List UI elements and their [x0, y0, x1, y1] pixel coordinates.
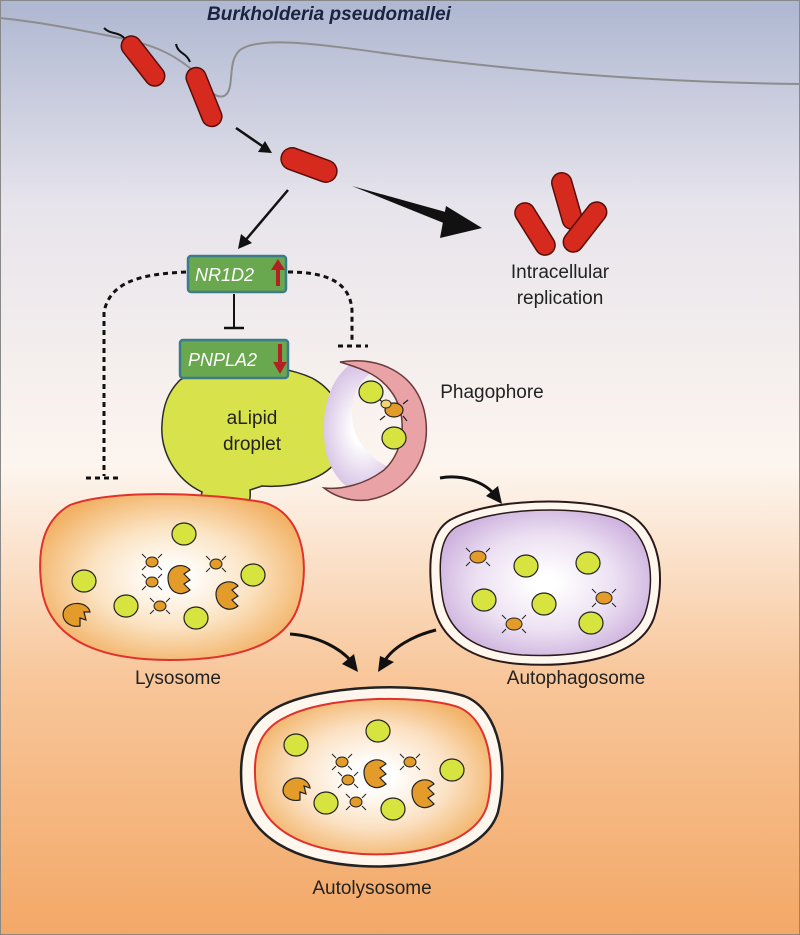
autolysosome-label: Autolysosome [312, 878, 431, 899]
replication-label-line1: Intracellular [511, 262, 610, 283]
autophagosome-label: Autophagosome [507, 668, 645, 689]
lipid-label-line2: droplet [223, 434, 282, 455]
autophagosome [429, 500, 661, 666]
cell-membrane [0, 17, 800, 98]
fusion-arrow-left-head [342, 654, 358, 672]
phagophore [321, 360, 428, 502]
bacterium-entering-1 [103, 27, 166, 87]
replication-label-line2: replication [517, 288, 604, 309]
phagophore-label: Phagophore [440, 382, 544, 403]
replication-arrow-head [440, 206, 482, 238]
maturation-arrow-head [486, 486, 502, 504]
gene-name-pnpla2: PNPLA2 [188, 350, 257, 370]
down-arrow-icon [273, 344, 287, 374]
fusion-arrow-right [382, 628, 437, 663]
bacterium-entering-2 [175, 43, 223, 128]
replicating-bacteria [514, 171, 608, 256]
pathogen-title: Burkholderia pseudomallei [207, 4, 452, 25]
lysosome [39, 493, 305, 662]
induction-arrow-head [238, 234, 252, 249]
autolysosome [239, 686, 504, 868]
lipid-label-line1: aLipid [227, 408, 278, 429]
maturation-arrow [439, 475, 496, 496]
induction-arrow [243, 189, 289, 243]
replication-arrow-shaft [352, 186, 460, 228]
entry-arrow-head [258, 141, 272, 153]
lipid-droplet [161, 364, 360, 519]
lysosome-label: Lysosome [135, 668, 221, 689]
dashed-inhibition-phagophore [287, 270, 354, 340]
fusion-arrow-right-head [378, 656, 394, 672]
gene-box-nr1d2: NR1D2 [186, 254, 288, 294]
bacterium-internalized [280, 147, 338, 183]
up-arrow-icon [271, 259, 285, 286]
gene-box-pnpla2: PNPLA2 [178, 338, 290, 380]
fusion-arrow-left [289, 632, 354, 663]
gene-name-nr1d2: NR1D2 [195, 265, 254, 285]
